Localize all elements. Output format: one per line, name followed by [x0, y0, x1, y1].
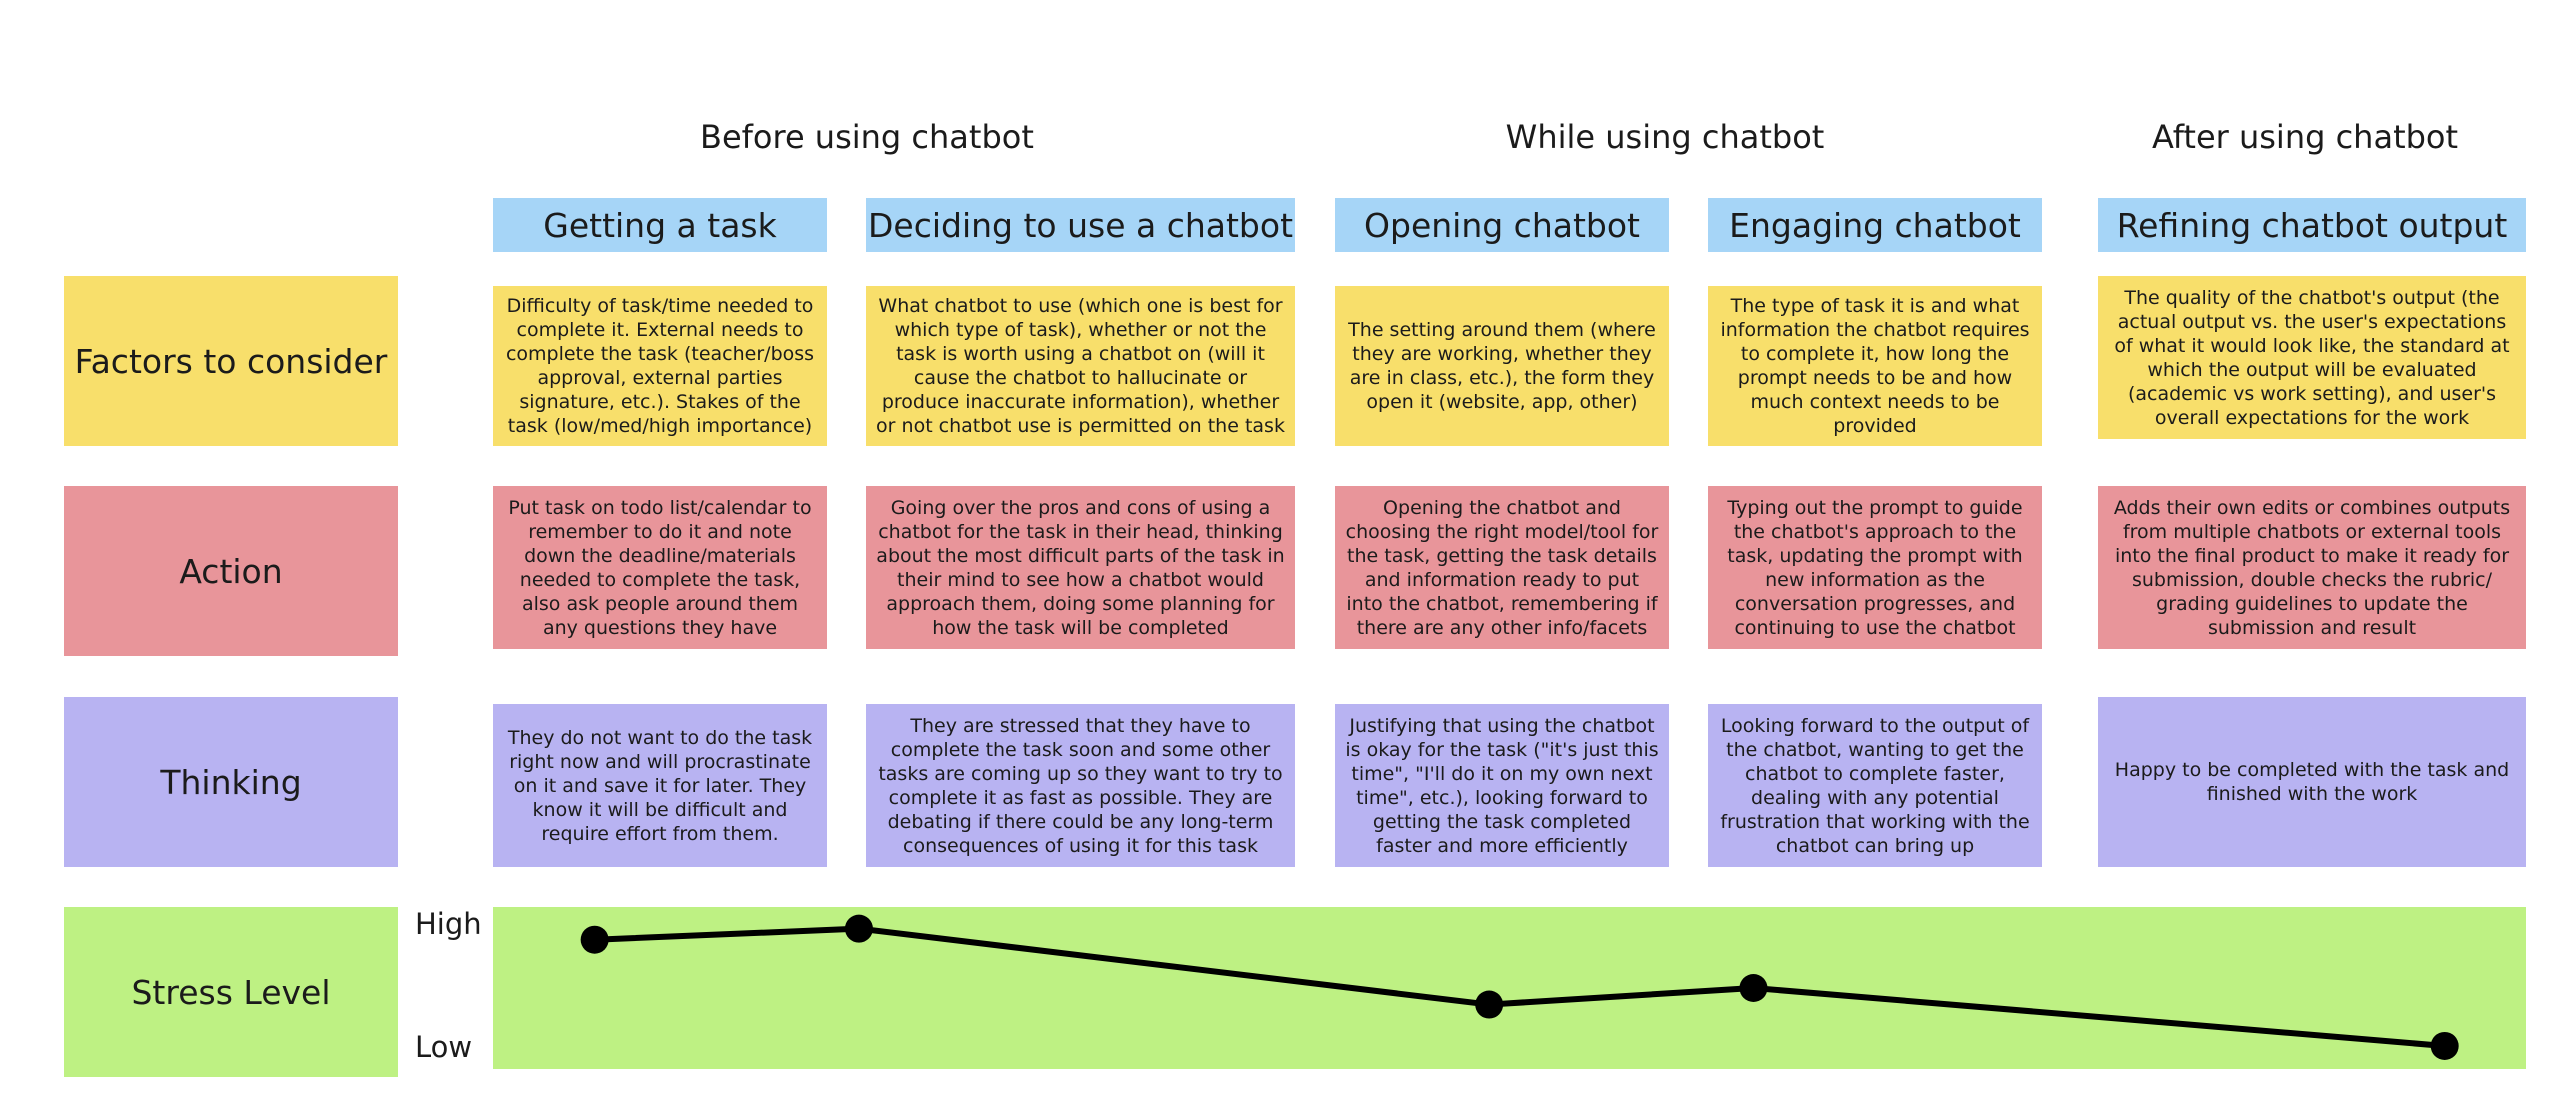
- stage-opening-chatbot: Opening chatbot: [1335, 198, 1669, 252]
- stress-point-4: [1739, 974, 1768, 1002]
- action-cell: Typing out the prompt to guide the chatb…: [1708, 486, 2042, 649]
- thinking-cell: Happy to be completed with the task and …: [2098, 697, 2526, 867]
- row-label-action: Action: [64, 486, 398, 656]
- thinking-cell: Looking forward to the output of the cha…: [1708, 704, 2042, 867]
- action-cell: Opening the chatbot and choosing the rig…: [1335, 486, 1669, 649]
- stress-point-2: [844, 914, 873, 943]
- stage-engaging-chatbot: Engaging chatbot: [1708, 198, 2042, 252]
- phase-before-using-chatbot: Before using chatbot: [700, 118, 1034, 156]
- action-cell: Put task on todo list/calendar to rememb…: [493, 486, 827, 649]
- stage-getting-a-task: Getting a task: [493, 198, 827, 252]
- stress-point-5: [2430, 1031, 2459, 1060]
- thinking-cell: They are stressed that they have to comp…: [866, 704, 1295, 867]
- phase-after-using-chatbot: After using chatbot: [2151, 118, 2459, 156]
- factors-cell: Difficulty of task/time needed to comple…: [493, 286, 827, 446]
- stress-line: [594, 925, 2445, 1049]
- stage-refining-chatbot-output: Refining chatbot output: [2098, 198, 2526, 252]
- action-cell: Adds their own edits or combines outputs…: [2098, 486, 2526, 649]
- stress-high-label: High: [415, 907, 482, 941]
- row-label-factors: Factors to consider: [64, 276, 398, 446]
- stress-line-svg: [580, 914, 2459, 1060]
- stress-point-3: [1475, 990, 1504, 1019]
- stress-low-label: Low: [415, 1030, 473, 1064]
- row-label-stress-level: Stress Level: [64, 907, 398, 1077]
- stress-level-chart: [493, 907, 2526, 1069]
- thinking-cell: They do not want to do the task right no…: [493, 704, 827, 867]
- factors-cell: The type of task it is and what informat…: [1708, 286, 2042, 446]
- stress-point-1: [580, 925, 609, 954]
- phase-while-using-chatbot: While using chatbot: [1505, 118, 1825, 156]
- stage-deciding-to-use-chatbot: Deciding to use a chatbot: [866, 198, 1295, 252]
- action-cell: Going over the pros and cons of using a …: [866, 486, 1295, 649]
- thinking-cell: Justifying that using the chatbot is oka…: [1335, 704, 1669, 867]
- row-label-thinking: Thinking: [64, 697, 398, 867]
- factors-cell: The quality of the chatbot's output (the…: [2098, 276, 2526, 439]
- factors-cell: The setting around them (where they are …: [1335, 286, 1669, 446]
- factors-cell: What chatbot to use (which one is best f…: [866, 286, 1295, 446]
